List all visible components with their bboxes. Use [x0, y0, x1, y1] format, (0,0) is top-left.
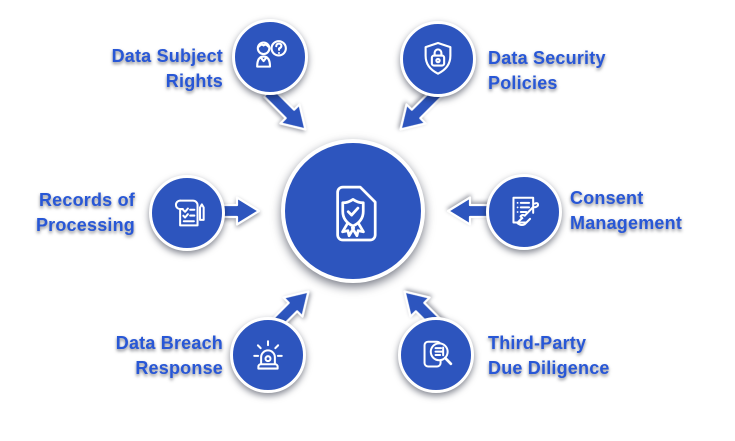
node-data-breach-response: [230, 317, 306, 393]
label-third-party-due-diligence: Third-Party Due Diligence: [488, 331, 610, 381]
label-line: Third-Party: [488, 333, 587, 353]
node-third-party-due-diligence: [398, 317, 474, 393]
label-line: Processing: [35, 215, 135, 235]
label-data-security-policies: Data Security Policies: [488, 46, 606, 96]
label-data-subject-rights: Data Subject Rights: [112, 44, 223, 94]
records-scroll-pen-icon: [174, 199, 205, 227]
label-line: Records of: [38, 190, 135, 210]
label-line: Due Diligence: [488, 358, 610, 378]
siren-alert-icon: [253, 340, 283, 370]
node-records-of-processing: [149, 175, 225, 251]
label-line: Data Subject: [111, 46, 223, 66]
node-data-subject-rights: [232, 19, 308, 95]
label-line: Data Breach: [115, 333, 223, 353]
label-line: Management: [570, 213, 683, 233]
node-consent-management: [486, 174, 562, 250]
shield-lock-icon: [424, 41, 452, 75]
label-line: Response: [135, 358, 223, 378]
label-records-of-processing: Records of Processing: [36, 188, 135, 238]
label-line: Rights: [165, 71, 223, 91]
certificate-shield-check-icon: [336, 185, 377, 242]
label-line: Consent: [570, 188, 644, 208]
person-question-icon: [256, 40, 287, 68]
label-line: Data Security: [488, 48, 606, 68]
document-signature-icon: [512, 196, 540, 227]
label-consent-management: Consent Management: [570, 186, 682, 236]
label-data-breach-response: Data Breach Response: [116, 331, 223, 381]
center-hub-circle: [281, 139, 425, 283]
document-magnifier-icon: [423, 340, 453, 368]
node-data-security-policies: [400, 21, 476, 97]
label-line: Policies: [488, 73, 558, 93]
